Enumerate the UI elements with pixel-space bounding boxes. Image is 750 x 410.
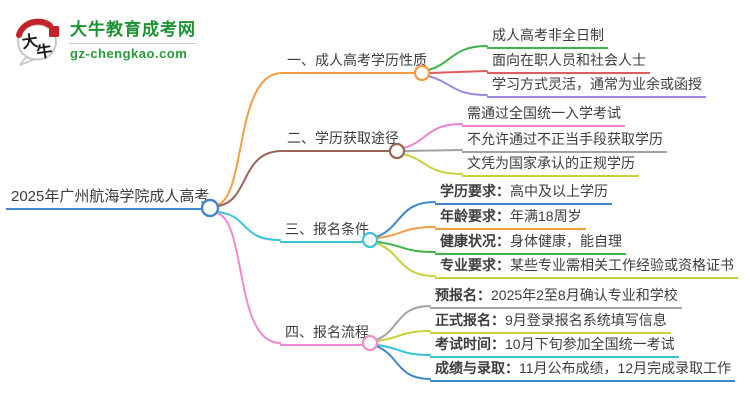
link-b3-l2 xyxy=(376,226,436,239)
red-arc xyxy=(16,18,53,38)
link-b3-l1 xyxy=(375,201,436,238)
leaf-value: 9月登录报名系统填写信息 xyxy=(505,312,667,328)
leaf-node-4-2[interactable]: 正式报名：9月登录报名系统填写信息 xyxy=(430,310,671,334)
leaf-node-3-4[interactable]: 专业要求：某些专业需相关工作经验或资格证书 xyxy=(435,255,738,279)
link-root-branch2 xyxy=(217,150,283,207)
leaf-node-2-2[interactable]: 不允许通过不正当手段获取学历 xyxy=(462,129,667,153)
link-b2-l3 xyxy=(402,153,463,175)
link-b1-l1 xyxy=(427,45,488,71)
speech-bubble-tail xyxy=(19,56,34,66)
leaf-key: 预报名： xyxy=(435,287,491,303)
link-b4-l2 xyxy=(376,330,431,342)
leaf-node-2-1[interactable]: 需通过全国统一入学考试 xyxy=(462,103,625,127)
link-root-branch4 xyxy=(216,212,281,344)
leaf-node-3-3[interactable]: 健康状况：身体健康，能自理 xyxy=(435,231,626,255)
branch-node-1[interactable]: 一、成人高考学历性质 xyxy=(282,50,431,74)
link-b4-l3 xyxy=(376,344,431,356)
daniu-logo-icon: 大 牛 xyxy=(16,18,59,66)
leaf-key: 专业要求： xyxy=(440,257,510,273)
link-b1-l2 xyxy=(428,70,488,74)
logo-char-2: 牛 xyxy=(35,41,54,62)
link-b4-l1 xyxy=(375,305,431,341)
link-root-branch1 xyxy=(216,72,283,206)
leaf-key: 正式报名： xyxy=(435,312,505,328)
leaf-node-4-1[interactable]: 预报名：2025年2至8月确认专业和学校 xyxy=(430,285,682,309)
site-domain: gz-chengkao.com xyxy=(70,42,196,61)
leaf-node-1-1[interactable]: 成人高考非全日制 xyxy=(487,25,608,49)
leaf-value: 高中及以上学历 xyxy=(510,183,608,199)
leaf-value: 10月下旬参加全国统一考试 xyxy=(505,336,675,352)
leaf-value: 年满18周岁 xyxy=(510,208,582,224)
seal-stamp xyxy=(49,26,59,37)
logo-char-1: 大 xyxy=(21,31,40,52)
branch-node-3[interactable]: 三、报名条件 xyxy=(280,219,373,243)
leaf-value: 11月公布成绩，12月完成录取工作 xyxy=(519,360,732,376)
leaf-key: 考试时间： xyxy=(435,336,505,352)
leaf-node-2-3[interactable]: 文凭为国家承认的正规学历 xyxy=(462,153,639,177)
link-b3-l3 xyxy=(376,241,436,253)
leaf-node-4-3[interactable]: 考试时间：10月下旬参加全国统一考试 xyxy=(430,334,679,358)
link-root-branch3 xyxy=(217,211,281,241)
link-b2-l1 xyxy=(402,123,463,149)
leaf-value: 2025年2至8月确认专业和学校 xyxy=(491,287,678,303)
link-b2-l2 xyxy=(403,149,463,152)
leaf-node-3-2[interactable]: 年龄要求：年满18周岁 xyxy=(435,206,586,230)
leaf-node-4-4[interactable]: 成绩与录取：11月公布成绩，12月完成录取工作 xyxy=(430,358,736,382)
branch-node-2[interactable]: 二、学历获取途径 xyxy=(282,128,403,152)
leaf-key: 学历要求： xyxy=(440,183,510,199)
root-node[interactable]: 2025年广州航海学院成人高考 xyxy=(6,186,214,210)
leaf-key: 年龄要求： xyxy=(440,208,510,224)
site-name: 大牛教育成考网 xyxy=(70,19,196,39)
leaf-value: 身体健康，能自理 xyxy=(510,233,622,249)
leaf-node-1-3[interactable]: 学习方式灵活，通常为业余或函授 xyxy=(487,74,706,98)
branch-node-4[interactable]: 四、报名流程 xyxy=(280,322,373,346)
link-b3-l4 xyxy=(375,242,436,277)
link-b1-l3 xyxy=(427,75,488,96)
logo-text-block: 大牛教育成考网 gz-chengkao.com xyxy=(70,20,196,61)
site-logo[interactable]: 大 牛 大牛教育成考网 gz-chengkao.com xyxy=(12,14,196,66)
leaf-node-1-2[interactable]: 面向在职人员和社会人士 xyxy=(487,50,650,74)
leaf-key: 成绩与录取： xyxy=(435,360,519,376)
leaf-node-3-1[interactable]: 学历要求：高中及以上学历 xyxy=(435,181,612,205)
link-b4-l4 xyxy=(375,345,431,380)
leaf-value: 某些专业需相关工作经验或资格证书 xyxy=(510,257,734,273)
leaf-key: 健康状况： xyxy=(440,233,510,249)
